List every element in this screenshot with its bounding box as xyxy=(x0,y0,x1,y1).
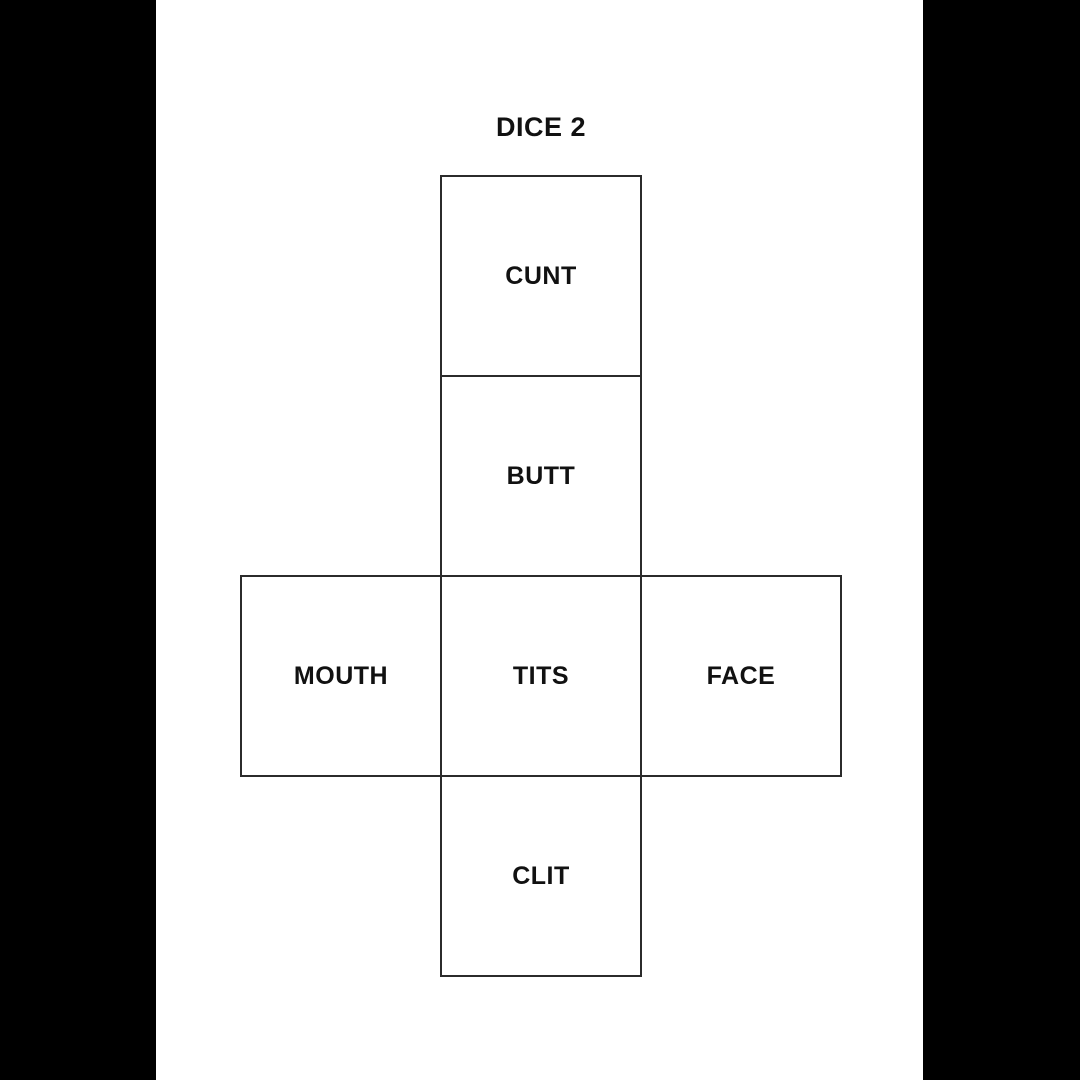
die-face-label: CUNT xyxy=(505,261,577,290)
die-face-tits: TITS xyxy=(440,575,642,777)
die-face-label: CLIT xyxy=(512,861,570,890)
right-black-bar xyxy=(923,0,1080,1080)
die-face-mouth: MOUTH xyxy=(240,575,442,777)
die-face-clit: CLIT xyxy=(440,775,642,977)
die-face-face: FACE xyxy=(640,575,842,777)
die-face-label: FACE xyxy=(706,661,776,690)
die-face-label: TITS xyxy=(512,661,570,690)
die-face-label: BUTT xyxy=(506,461,576,490)
die-face-cunt: CUNT xyxy=(440,175,642,377)
die-face-label: MOUTH xyxy=(293,661,389,690)
die-face-butt: BUTT xyxy=(440,375,642,577)
page-title: DICE 2 xyxy=(495,112,587,142)
left-black-bar xyxy=(0,0,156,1080)
